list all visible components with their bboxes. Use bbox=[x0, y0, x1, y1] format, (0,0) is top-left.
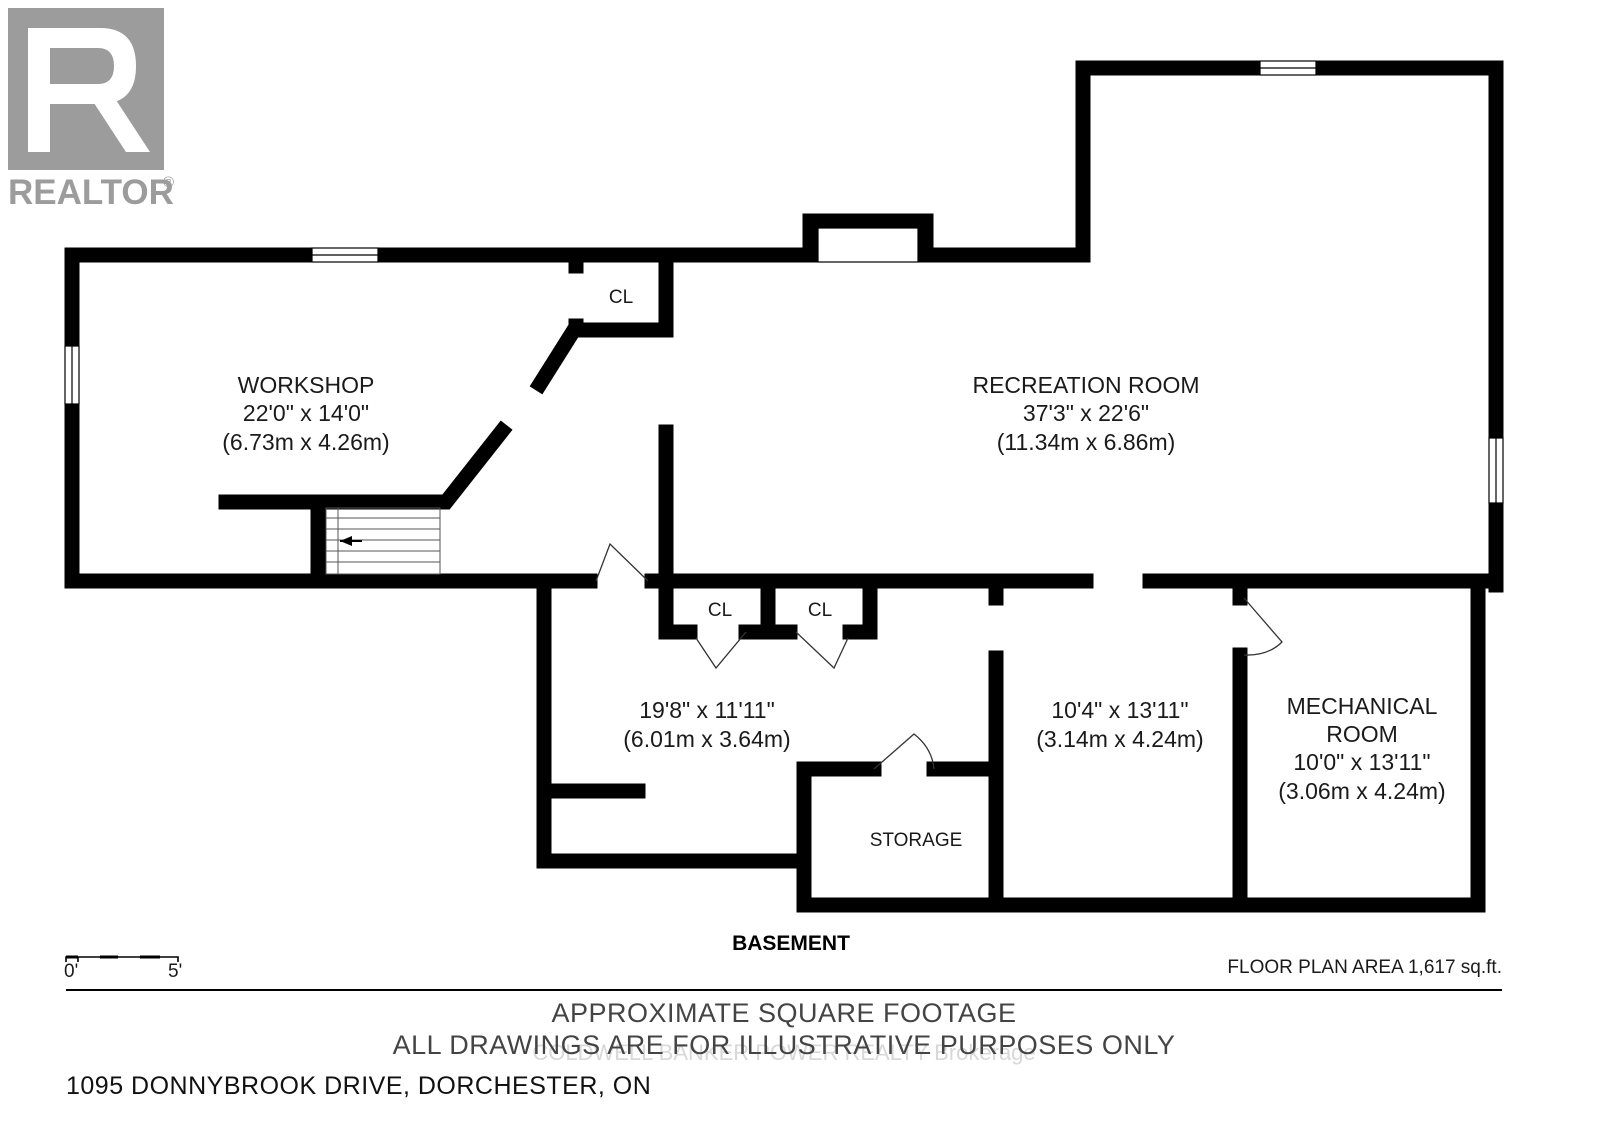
closet-label-top: CL bbox=[609, 287, 633, 308]
scale-bar: 0' 5' bbox=[64, 955, 182, 982]
middle-room-imperial: 10'4" x 13'11" bbox=[1051, 697, 1188, 723]
walls bbox=[64, 60, 1504, 913]
recreation-imperial: 37'3" x 22'6" bbox=[1023, 400, 1149, 426]
recreation-name: RECREATION ROOM bbox=[972, 372, 1199, 398]
brokerage-watermark: COLDWELL BANKER POWER REALTY Brokerage bbox=[532, 1040, 1035, 1065]
mechanical-name-line1: MECHANICAL bbox=[1287, 693, 1438, 719]
left-room-metric: (6.01m x 3.64m) bbox=[623, 726, 790, 752]
registered-mark: ® bbox=[163, 174, 174, 191]
mechanical-name-line2: ROOM bbox=[1326, 721, 1398, 747]
mechanical-imperial: 10'0" x 13'11" bbox=[1293, 749, 1430, 775]
workshop-imperial: 22'0" x 14'0" bbox=[243, 400, 369, 426]
realtor-logo: REALTOR ® bbox=[8, 8, 174, 212]
property-address: 1095 DONNYBROOK DRIVE, DORCHESTER, ON bbox=[66, 1072, 651, 1100]
level-title: BASEMENT bbox=[732, 932, 850, 955]
workshop-name: WORKSHOP bbox=[238, 372, 375, 398]
middle-room-metric: (3.14m x 4.24m) bbox=[1036, 726, 1203, 752]
realtor-wordmark: REALTOR bbox=[8, 173, 174, 212]
closet-label-right: CL bbox=[808, 600, 832, 621]
mechanical-metric: (3.06m x 4.24m) bbox=[1278, 778, 1445, 804]
stair-arrow-icon bbox=[340, 536, 352, 546]
recreation-metric: (11.34m x 6.86m) bbox=[997, 429, 1176, 455]
scale-end: 5' bbox=[168, 961, 182, 982]
disclaimer-line2: ALL DRAWINGS ARE FOR ILLUSTRATIVE PURPOS… bbox=[393, 1030, 1176, 1060]
staircase bbox=[325, 507, 441, 575]
floor-plan-area: FLOOR PLAN AREA 1,617 sq.ft. bbox=[1227, 957, 1502, 978]
disclaimer-line1: APPROXIMATE SQUARE FOOTAGE bbox=[551, 998, 1016, 1028]
storage-name: STORAGE bbox=[870, 830, 963, 851]
scale-start: 0' bbox=[64, 961, 78, 982]
workshop-metric: (6.73m x 4.26m) bbox=[222, 429, 389, 455]
door-swings bbox=[595, 542, 1283, 770]
windows bbox=[64, 60, 1504, 504]
left-room-imperial: 19'8" x 11'11" bbox=[639, 697, 775, 723]
closet-label-left: CL bbox=[708, 600, 732, 621]
